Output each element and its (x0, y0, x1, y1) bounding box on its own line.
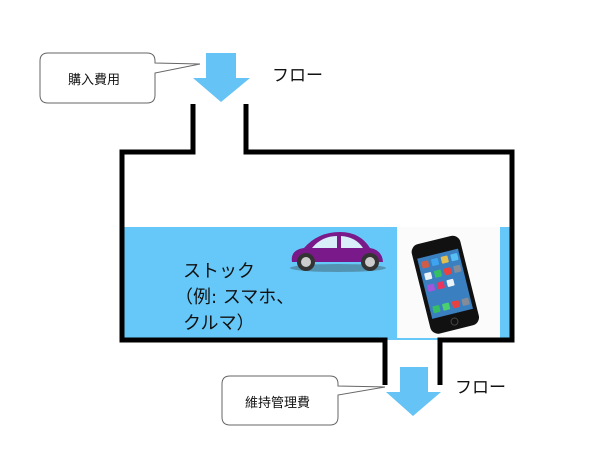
smartphone-image (397, 227, 500, 338)
inflow-callout (39, 52, 201, 104)
stock-example-line2: クルマ） (183, 313, 255, 334)
car-image (290, 232, 386, 272)
stock-label: ストック （例: スマホ、 クルマ） (175, 259, 294, 337)
outflow-arrow-icon (386, 367, 441, 416)
inflow-arrow-icon (193, 53, 250, 102)
outflow-callout-text: 維持管理費 (245, 396, 311, 411)
stock-title: ストック (183, 261, 255, 282)
inflow-label: フロー (272, 66, 323, 86)
inflow-callout-text: 購入費用 (68, 73, 121, 88)
container-wall-right (243, 104, 515, 385)
outflow-label: フロー (455, 378, 506, 398)
stock-example-line1: （例: スマホ、 (175, 287, 295, 308)
outflow-callout (221, 375, 386, 426)
container-wall-left (119, 104, 388, 385)
